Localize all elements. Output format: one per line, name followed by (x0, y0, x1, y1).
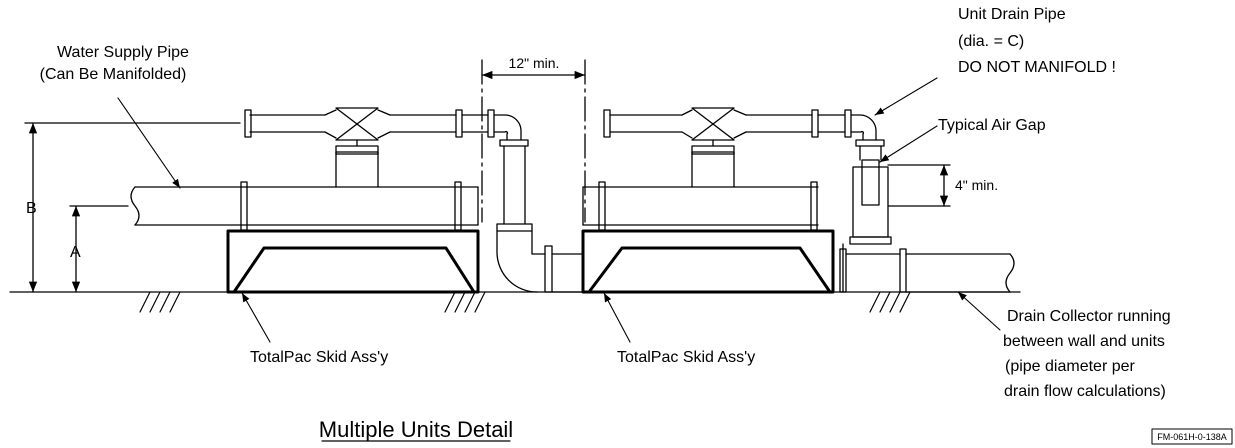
drawing-code: FM-061H-0-138A (1157, 432, 1227, 442)
skid-left-label: TotalPac Skid Ass'y (250, 349, 388, 366)
collector-label-1: Drain Collector running (1007, 308, 1171, 325)
skid-right-label: TotalPac Skid Ass'y (617, 349, 755, 366)
dimension-a (69, 205, 129, 293)
dimension-b-label: B (26, 200, 37, 217)
drain-pipe-label-1: Unit Drain Pipe (958, 6, 1066, 23)
collector-label-2: between wall and units (1003, 333, 1165, 350)
break-lines (481, 59, 586, 223)
water-supply-label-2: (Can Be Manifolded) (40, 66, 187, 83)
air-gap-label: Typical Air Gap (938, 117, 1046, 134)
leader-lines (117, 77, 1001, 343)
spacing-dimension-label: 12" min. (509, 55, 560, 71)
skid-left (226, 229, 480, 294)
ground-line (9, 291, 1021, 313)
drain-pipe-label-2: (dia. = C) (958, 33, 1024, 50)
drain-pipe-label-3: DO NOT MANIFOLD ! (958, 59, 1116, 76)
drawing-code-box (1151, 428, 1233, 445)
dimension-a-label: A (70, 244, 81, 261)
drain-collector-pipe (905, 253, 1015, 293)
skid-right (581, 229, 835, 294)
unit-drain-pipe-left (493, 114, 584, 293)
air-gap-dimension-label: 4" min. (955, 177, 998, 193)
water-supply-label-1: Water Supply Pipe (57, 44, 189, 61)
valve-assembly-left (244, 107, 495, 155)
drawing-title: Multiple Units Detail (319, 417, 513, 442)
dimension-4in (887, 164, 951, 207)
collector-label-3: (pipe diameter per (1005, 358, 1136, 375)
unit-drain-pipe-right (839, 114, 907, 293)
collector-label-4: drain flow calculations) (1004, 383, 1166, 400)
water-supply-pipe (130, 151, 819, 231)
dimension-b (24, 122, 241, 293)
valve-assembly-right (603, 107, 852, 155)
